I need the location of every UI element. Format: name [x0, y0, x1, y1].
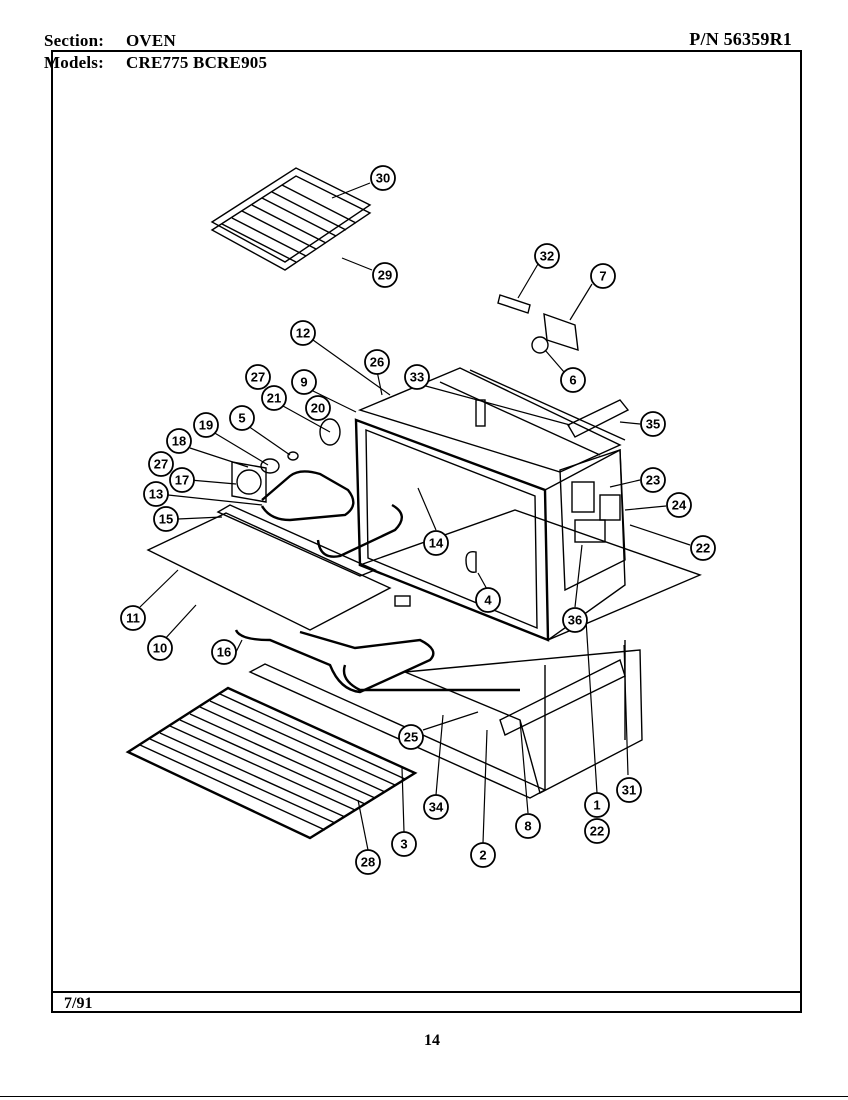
callout-26: 26 — [364, 349, 390, 375]
callout-34: 34 — [423, 794, 449, 820]
side-fan-assembly — [231, 418, 341, 503]
callout-32: 32 — [534, 243, 560, 269]
callout-28: 28 — [355, 849, 381, 875]
bottom-panel — [146, 504, 411, 631]
callout-30: 30 — [370, 165, 396, 191]
lower-oven-rack — [125, 686, 418, 840]
svg-text:27: 27 — [251, 370, 265, 385]
svg-text:10: 10 — [153, 641, 167, 656]
svg-text:36: 36 — [568, 613, 582, 628]
svg-text:32: 32 — [540, 249, 554, 264]
svg-text:35: 35 — [646, 417, 660, 432]
svg-text:33: 33 — [410, 370, 424, 385]
callout-19: 19 — [193, 412, 219, 438]
svg-text:17: 17 — [175, 473, 189, 488]
oven-cavity — [354, 367, 702, 642]
svg-text:30: 30 — [376, 171, 390, 186]
callout-22-lower: 22 — [584, 818, 610, 844]
callout-22-upper: 22 — [690, 535, 716, 561]
svg-text:2: 2 — [479, 848, 486, 863]
callout-11: 11 — [120, 605, 146, 631]
top-vent-parts — [465, 294, 630, 573]
footer-divider — [51, 991, 802, 993]
callout-1: 1 — [584, 792, 610, 818]
callout-13: 13 — [143, 481, 169, 507]
callout-12: 12 — [290, 320, 316, 346]
callout-14: 14 — [423, 530, 449, 556]
svg-text:4: 4 — [484, 593, 492, 608]
diagram-frame — [51, 50, 802, 1013]
callout-16: 16 — [211, 639, 237, 665]
callout-9: 9 — [291, 369, 317, 395]
svg-text:28: 28 — [361, 855, 375, 870]
svg-text:7: 7 — [599, 269, 606, 284]
svg-text:18: 18 — [172, 434, 186, 449]
callout-31: 31 — [616, 777, 642, 803]
svg-text:22: 22 — [590, 824, 604, 839]
svg-text:22: 22 — [696, 541, 710, 556]
section-value: OVEN — [126, 31, 176, 50]
callout-35: 35 — [640, 411, 666, 437]
callout-21: 21 — [261, 385, 287, 411]
callout-18: 18 — [166, 428, 192, 454]
callout-33: 33 — [404, 364, 430, 390]
page-number: 14 — [424, 1032, 440, 1049]
svg-text:3: 3 — [400, 837, 407, 852]
callout-10: 10 — [147, 635, 173, 661]
models-label: Models: — [44, 53, 104, 72]
revision-date: 7/91 — [64, 995, 93, 1012]
svg-text:24: 24 — [672, 498, 687, 513]
callout-4: 4 — [475, 587, 501, 613]
callout-6: 6 — [560, 367, 586, 393]
callout-27-lower: 27 — [148, 451, 174, 477]
svg-text:16: 16 — [217, 645, 231, 660]
svg-text:34: 34 — [429, 800, 444, 815]
callout-15: 15 — [153, 506, 179, 532]
svg-text:14: 14 — [429, 536, 444, 551]
callout-24: 24 — [666, 492, 692, 518]
svg-text:23: 23 — [646, 473, 660, 488]
svg-text:15: 15 — [159, 512, 173, 527]
svg-text:20: 20 — [311, 401, 325, 416]
callout-3: 3 — [391, 831, 417, 857]
lower-frame — [248, 640, 643, 799]
svg-text:12: 12 — [296, 326, 310, 341]
callout-36: 36 — [562, 607, 588, 633]
leader-lines — [139, 182, 691, 851]
svg-text:27: 27 — [154, 457, 168, 472]
heating-elements — [234, 470, 520, 694]
svg-text:21: 21 — [267, 391, 281, 406]
svg-text:25: 25 — [404, 730, 418, 745]
callout-23: 23 — [640, 467, 666, 493]
svg-text:5: 5 — [238, 411, 245, 426]
svg-text:29: 29 — [378, 268, 392, 283]
svg-text:9: 9 — [300, 375, 307, 390]
callout-2: 2 — [470, 842, 496, 868]
callout-17: 17 — [169, 467, 195, 493]
callout-25: 25 — [398, 724, 424, 750]
svg-text:26: 26 — [370, 355, 384, 370]
models-value: CRE775 BCRE905 — [126, 53, 268, 72]
part-number: P/N 56359R1 — [689, 29, 792, 49]
svg-text:8: 8 — [524, 819, 531, 834]
callout-8: 8 — [515, 813, 541, 839]
section-label: Section: — [44, 31, 105, 50]
bottom-rule — [0, 1096, 848, 1097]
upper-oven-racks — [210, 167, 372, 271]
callout-7: 7 — [590, 263, 616, 289]
svg-text:13: 13 — [149, 487, 163, 502]
svg-text:11: 11 — [126, 611, 140, 626]
callout-5: 5 — [229, 405, 255, 431]
callout-20: 20 — [305, 395, 331, 421]
rear-control-panel — [559, 449, 626, 592]
svg-text:19: 19 — [199, 418, 213, 433]
svg-text:1: 1 — [593, 798, 600, 813]
svg-text:6: 6 — [569, 373, 576, 388]
svg-text:31: 31 — [622, 783, 636, 798]
callout-29: 29 — [372, 262, 398, 288]
callout-27-upper: 27 — [245, 364, 271, 390]
